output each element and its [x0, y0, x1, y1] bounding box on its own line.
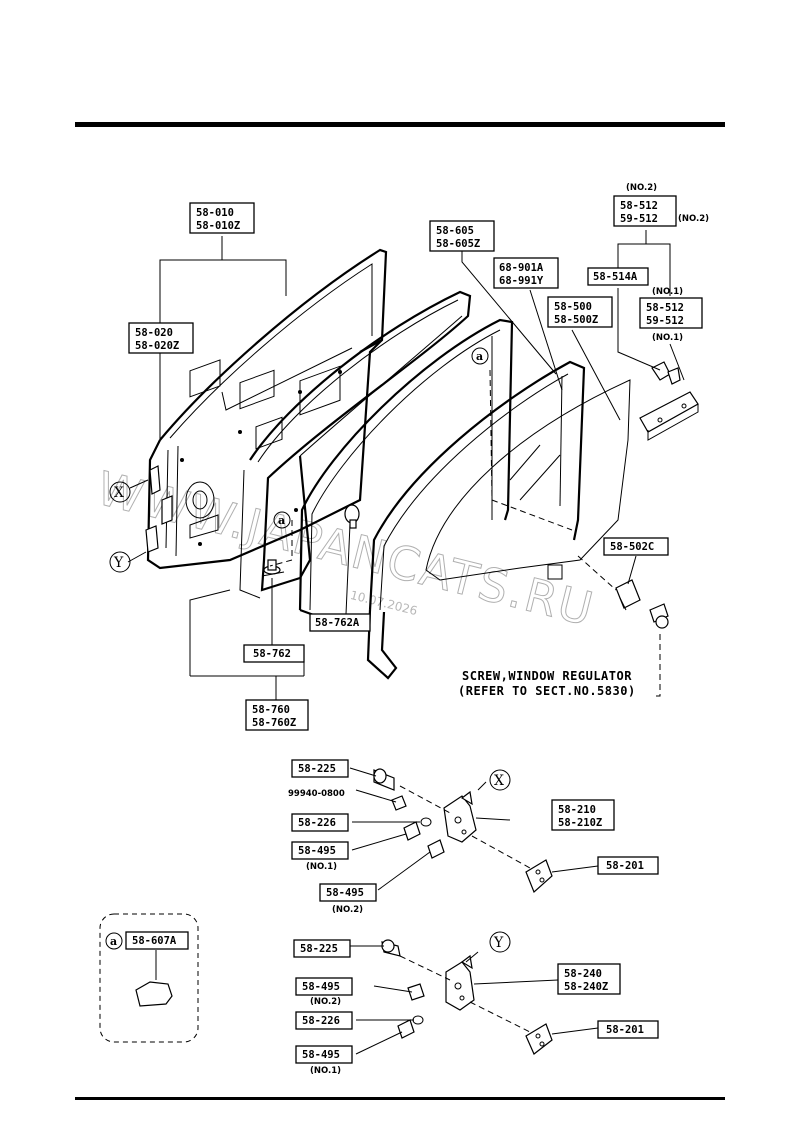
svg-text:(NO.2): (NO.2) [626, 183, 657, 193]
svg-text:58-607A: 58-607A [132, 935, 177, 947]
clip-icon [135, 981, 173, 1007]
svg-text:58-240: 58-240 [564, 968, 602, 980]
door-stopper [261, 559, 285, 577]
svg-text:58-020Z: 58-020Z [135, 340, 179, 352]
hinge-y-assembly [350, 939, 599, 1055]
part-label-58-502C: 58-502C [603, 537, 669, 556]
part-label-58-512-no2: (NO.2) 58-512 59-512 (NO.2) [613, 183, 709, 227]
part-label-58-020: 58-020 58-020Z [128, 322, 194, 354]
svg-text:a: a [110, 935, 117, 948]
hinge-x-assembly [349, 767, 599, 894]
svg-text:68-901A: 68-901A [499, 262, 544, 274]
part-label-68-901A: 68-901A 68-991Y [493, 257, 559, 289]
svg-text:X: X [494, 773, 504, 789]
svg-text:58-210: 58-210 [558, 804, 596, 816]
svg-text:58-500: 58-500 [554, 301, 592, 313]
part-label-y-58-240: 58-240 58-240Z [557, 963, 621, 995]
svg-text:58-201: 58-201 [606, 1024, 644, 1036]
svg-text:58-514A: 58-514A [593, 271, 638, 283]
part-label-y-58-226: 58-226 [295, 1011, 353, 1030]
svg-text:X: X [114, 485, 124, 501]
header-rule [75, 122, 725, 127]
svg-text:58-201: 58-201 [606, 860, 644, 872]
part-label-x-58-225: 58-225 [291, 759, 349, 778]
svg-text:58-010Z: 58-010Z [196, 220, 240, 232]
weatherstrip [239, 290, 472, 599]
glass-channel-bracket [639, 361, 699, 441]
svg-text:58-512: 58-512 [620, 200, 658, 212]
callout-y-top: Y [109, 551, 131, 573]
part-label-58-512-no1: (NO.1) 58-512 59-512 (NO.1) [639, 287, 703, 343]
svg-text:a: a [476, 350, 483, 363]
svg-text:58-010: 58-010 [196, 207, 234, 219]
part-label-x-58-210: 58-210 58-210Z [551, 799, 615, 831]
part-label-58-605: 58-605 58-605Z [429, 220, 495, 252]
svg-text:(NO.1): (NO.1) [306, 862, 337, 872]
part-label-58-514A: 58-514A [587, 267, 649, 286]
svg-text:58-495: 58-495 [326, 887, 364, 899]
svg-text:58-225: 58-225 [300, 943, 338, 955]
footer-rule [75, 1097, 725, 1100]
svg-text:58-762: 58-762 [253, 648, 291, 660]
svg-text:59-512: 59-512 [646, 315, 684, 327]
door-shell [145, 248, 388, 570]
part-label-58-762A: 58-762A [309, 613, 371, 632]
part-label-x-58-201: 58-201 [597, 856, 659, 875]
svg-text:68-991Y: 68-991Y [499, 275, 544, 287]
part-label-x-58-226: 58-226 [291, 813, 349, 832]
svg-text:a: a [278, 514, 285, 527]
svg-text:(NO.1): (NO.1) [652, 287, 683, 297]
svg-text:58-760Z: 58-760Z [252, 717, 296, 729]
svg-text:58-226: 58-226 [298, 817, 336, 829]
svg-text:Y: Y [493, 935, 504, 951]
svg-text:58-502C: 58-502C [610, 541, 654, 553]
svg-text:(NO.2): (NO.2) [310, 997, 341, 1007]
callout-x-top: X [109, 481, 131, 503]
part-label-x-99940: 99940-0800 [288, 789, 345, 799]
svg-text:58-762A: 58-762A [315, 617, 360, 629]
inset-a-detail: a 58-607A [99, 913, 199, 1043]
svg-text:58-495: 58-495 [298, 845, 336, 857]
part-label-58-762: 58-762 [243, 644, 305, 663]
svg-text:58-495: 58-495 [302, 1049, 340, 1061]
part-label-y-58-495-no1: 58-495 (NO.1) [295, 1045, 353, 1076]
svg-text:58-226: 58-226 [302, 1015, 340, 1027]
callout-a-upper: a [471, 347, 489, 365]
part-label-x-58-495-no1: 58-495 (NO.1) [291, 841, 349, 872]
part-label-y-58-225: 58-225 [293, 939, 351, 958]
svg-text:59-512: 59-512 [620, 213, 658, 225]
svg-text:58-020: 58-020 [135, 327, 173, 339]
note-line-1: SCREW,WINDOW REGULATOR [462, 669, 632, 683]
window-glass [425, 379, 631, 581]
svg-text:58-225: 58-225 [298, 763, 336, 775]
glass-clip [615, 579, 669, 629]
part-label-y-58-201: 58-201 [597, 1020, 659, 1039]
part-label-y-58-495-no2: 58-495 (NO.2) [295, 977, 353, 1007]
note-line-2: (REFER TO SECT.NO.5830) [458, 684, 636, 698]
svg-text:58-500Z: 58-500Z [554, 314, 598, 326]
svg-text:58-605Z: 58-605Z [436, 238, 480, 250]
svg-text:58-760: 58-760 [252, 704, 290, 716]
svg-text:58-210Z: 58-210Z [558, 817, 602, 829]
part-label-58-760: 58-760 58-760Z [245, 699, 309, 731]
callout-a-lower: a [273, 511, 291, 529]
svg-text:58-495: 58-495 [302, 981, 340, 993]
svg-text:58-605: 58-605 [436, 225, 474, 237]
part-label-x-58-495-no2: 58-495 (NO.2) [319, 883, 377, 915]
grommet [344, 504, 360, 529]
svg-text:58-240Z: 58-240Z [564, 981, 608, 993]
callout-x-detail: X [489, 769, 511, 791]
svg-text:Y: Y [113, 555, 124, 571]
part-label-58-010: 58-010 58-010Z [189, 202, 255, 234]
part-label-58-500: 58-500 58-500Z [547, 296, 613, 328]
svg-text:(NO.1): (NO.1) [652, 333, 683, 343]
svg-text:(NO.1): (NO.1) [310, 1066, 341, 1076]
window-glass-seal [366, 360, 586, 680]
callout-y-detail: Y [489, 931, 511, 953]
svg-text:(NO.2): (NO.2) [332, 905, 363, 915]
svg-text:58-512: 58-512 [646, 302, 684, 314]
svg-text:(NO.2): (NO.2) [678, 214, 709, 224]
